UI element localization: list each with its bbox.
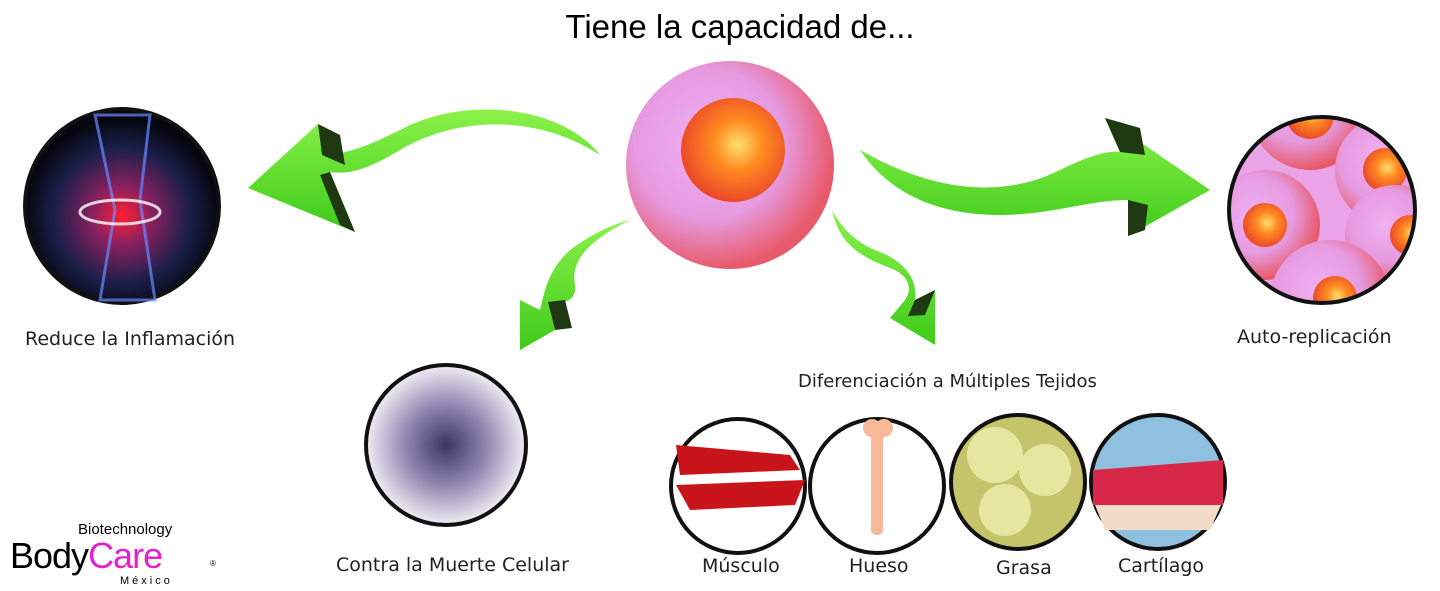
logo-brand-b: Care bbox=[88, 535, 163, 576]
label-bone: Hueso bbox=[849, 555, 909, 577]
knee-image bbox=[23, 107, 221, 305]
muscle-image bbox=[669, 417, 807, 555]
logo-reg: ® bbox=[210, 559, 216, 568]
label-muscle: Músculo bbox=[702, 555, 780, 577]
diagram-title: Tiene la capacidad de... bbox=[565, 8, 915, 45]
label-replication: Auto-replicación bbox=[1237, 326, 1392, 348]
arrow-left-icon bbox=[248, 109, 600, 232]
cell-death-image bbox=[364, 363, 528, 527]
label-cell-death: Contra la Muerte Celular bbox=[336, 554, 569, 576]
arrow-down-right-icon bbox=[832, 210, 935, 345]
bodycare-logo: Biotechnology BodyCare ® México bbox=[10, 522, 225, 590]
logo-brand: BodyCare bbox=[10, 535, 163, 576]
label-inflammation: Reduce la Inflamación bbox=[25, 328, 236, 350]
stem-cell bbox=[626, 61, 834, 269]
bone-image bbox=[808, 417, 946, 555]
label-differentiation: Diferenciación a Múltiples Tejidos bbox=[798, 371, 1097, 392]
cartilage-image bbox=[1089, 413, 1227, 551]
logo-brand-a: Body bbox=[10, 535, 89, 576]
arrow-right-icon bbox=[860, 118, 1210, 236]
arrow-down-left-icon bbox=[520, 220, 630, 350]
fat-image bbox=[949, 413, 1087, 551]
logo-bottom: México bbox=[120, 575, 173, 587]
replication-image bbox=[1227, 115, 1417, 305]
label-fat: Grasa bbox=[996, 557, 1052, 579]
label-cartilage: Cartílago bbox=[1118, 555, 1205, 577]
logo-top: Biotechnology bbox=[78, 521, 173, 538]
